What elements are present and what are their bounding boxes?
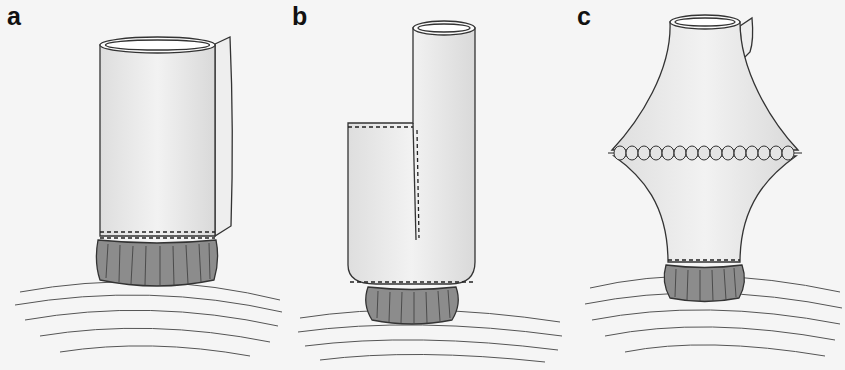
- tissue-line: [592, 310, 840, 324]
- tube-opening: [100, 37, 215, 53]
- tissue-line: [605, 327, 835, 340]
- suture-line: [668, 259, 740, 260]
- graft-lower: [614, 156, 796, 262]
- tube-lumen: [106, 40, 210, 50]
- tube-lumen: [675, 18, 735, 26]
- suture-line: [348, 127, 419, 238]
- suture-loop: [626, 146, 638, 160]
- suture-loop: [758, 146, 770, 160]
- cuff-folds: [675, 268, 736, 301]
- suture-loop: [674, 146, 686, 160]
- tube-lumen: [418, 24, 470, 32]
- bowel-cuff: [96, 240, 217, 286]
- suture-loop: [686, 146, 698, 160]
- suture-line: [350, 281, 474, 282]
- tissue-line: [320, 354, 545, 362]
- tissue-line: [60, 346, 250, 356]
- tissue-line: [40, 328, 270, 342]
- suture-loop: [734, 146, 746, 160]
- graft-tube: [100, 45, 215, 236]
- tissue-line: [25, 310, 278, 326]
- graft-flap: [215, 37, 232, 236]
- suture-loop: [662, 146, 674, 160]
- graft-c: [608, 15, 802, 302]
- tube-opening: [670, 15, 740, 29]
- suture-loop: [638, 146, 650, 160]
- cuff-folds: [377, 290, 450, 323]
- suture-loop: [782, 146, 794, 160]
- graft-split: [413, 123, 416, 240]
- tissue-line: [625, 345, 825, 356]
- suture-loop: [710, 146, 722, 160]
- suture-loop: [650, 146, 662, 160]
- panel-letter: b: [292, 4, 307, 29]
- tissue-line: [305, 340, 558, 350]
- cuff-folds: [106, 243, 210, 285]
- suture-loop: [770, 146, 782, 160]
- panel-letter: a: [7, 4, 21, 29]
- suture-line: [100, 232, 215, 238]
- suture-loop: [698, 146, 710, 160]
- graft-upper: [612, 22, 798, 150]
- graft-b: [348, 21, 475, 324]
- suture-loop: [722, 146, 734, 160]
- bowel-cuff: [366, 287, 459, 324]
- tissue-line: [15, 295, 282, 312]
- suture-loop: [746, 146, 758, 160]
- panel-letter: c: [577, 4, 591, 29]
- suture-ring: [608, 146, 802, 160]
- tissue-line: [298, 325, 562, 336]
- bowel-cuff: [664, 265, 744, 302]
- graft-a: [96, 37, 232, 286]
- graft-tube: [348, 28, 475, 284]
- suture-loop: [614, 146, 626, 160]
- tube-opening: [413, 21, 475, 35]
